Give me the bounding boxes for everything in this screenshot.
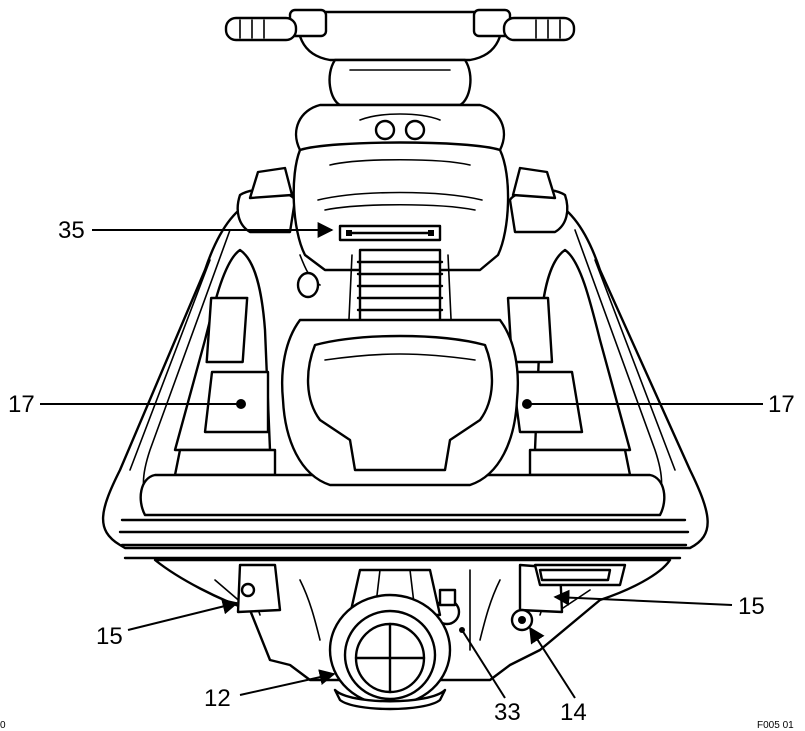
callout-label: 15 [96,623,123,650]
callout-label: 17 [768,391,795,418]
deck-left [173,248,277,477]
rear-platform [118,473,690,560]
callout-15-right: 15 [553,589,765,620]
callout-17-right: 17 [522,391,795,418]
callout-17-left: 17 [8,391,246,418]
stern-fittings [236,563,627,651]
seat-assembly [292,141,510,299]
callout-15-left: 15 [96,598,239,650]
callout-33: 33 [459,627,521,726]
callout-label: 35 [58,217,85,244]
rear-seat [280,318,520,487]
jet-pump-nozzle [328,568,452,711]
side-pods [236,166,569,234]
handlebar-assembly [224,8,576,152]
callout-label: 15 [738,593,765,620]
callout-label: 12 [204,685,231,712]
callout-label: 33 [494,699,521,726]
corner-mark: 0 [0,720,6,731]
deck-right [506,248,632,477]
callout-label: 17 [8,391,35,418]
callout-label: 14 [560,699,587,726]
callout-14: 14 [529,626,587,726]
figure-code: F005 01 [757,720,794,731]
steering-bellows [347,248,453,341]
callout-35: 35 [58,217,334,244]
callout-12: 12 [204,669,336,712]
